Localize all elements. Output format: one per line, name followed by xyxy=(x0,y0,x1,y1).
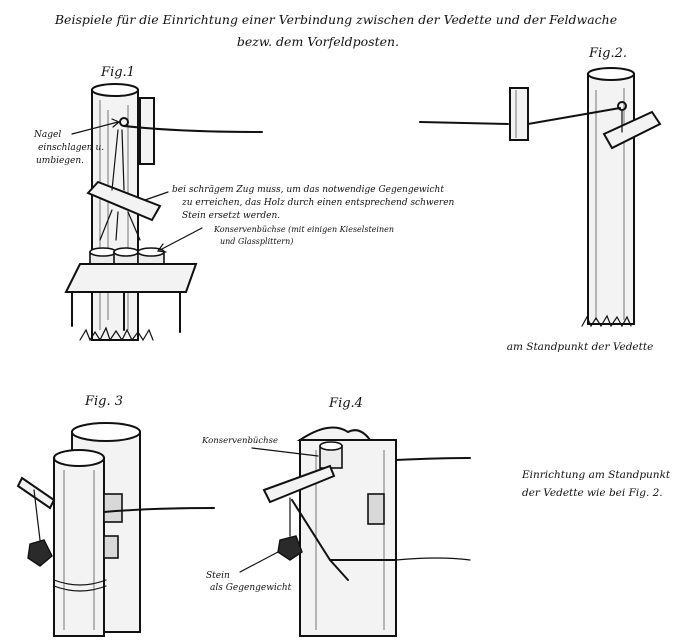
fig3-arm xyxy=(16,476,56,510)
figure-4: Fig.4 Konservenbüchse Stein als Gegenge xyxy=(201,396,471,637)
fig1-table xyxy=(64,263,198,333)
fig1-can-note-2: und Glassplittern) xyxy=(220,237,293,246)
figure-2-label: Fig.2. xyxy=(588,46,627,61)
fig3-wire xyxy=(103,507,215,513)
fig4-lever xyxy=(262,464,336,504)
fig1-nail-note-3: umbiegen. xyxy=(36,156,84,166)
fig1-plank xyxy=(139,97,155,165)
fig4-tin-can xyxy=(319,441,343,469)
fig4-stone xyxy=(277,535,303,561)
fig4-stone-note-1: Stein xyxy=(206,571,230,581)
title-line-2: bezw. dem Vorfeldposten. xyxy=(237,34,399,49)
fig1-can-note-1: Konservenbüchse (mit einigen Kieselstein… xyxy=(213,225,394,234)
fig1-wire xyxy=(123,125,263,133)
title-line-1: Beispiele für die Einrichtung einer Verb… xyxy=(54,12,617,27)
figure-3-label: Fig. 3 xyxy=(84,394,123,409)
fig4-can-note: Konservenbüchse xyxy=(201,436,278,446)
fig4-wire xyxy=(395,457,471,461)
fig1-nail-note-1: Nagel xyxy=(33,130,61,140)
fig1-counterweight-wood xyxy=(86,129,162,222)
fig2-post xyxy=(587,67,635,325)
fig1-nail-note-2: einschlagen u. xyxy=(38,143,104,153)
fig4-stone-note-2: als Gegengewicht xyxy=(210,583,292,593)
fig2-wire xyxy=(419,107,621,125)
side-note-line-1: Einrichtung am Standpunkt xyxy=(521,469,671,481)
fig3-stone xyxy=(27,539,53,567)
fig4-post xyxy=(296,426,397,637)
fig2-caption: am Standpunkt der Vedette xyxy=(507,341,654,353)
figure-1: Fig.1 xyxy=(33,65,455,342)
fig1-weight-note-2: zu erreichen, das Holz durch einen entsp… xyxy=(181,198,455,208)
fig3-front-post xyxy=(53,449,105,637)
sheet-title: Beispiele für die Einrichtung einer Verb… xyxy=(54,12,617,49)
fig2-block xyxy=(509,87,529,141)
side-note-line-2: der Vedette wie bei Fig. 2. xyxy=(522,487,663,499)
figure-3: Fig. 3 xyxy=(16,394,215,637)
fig2-crossbar xyxy=(602,110,662,150)
side-note: Einrichtung am Standpunkt der Vedette wi… xyxy=(521,469,671,499)
fig1-weight-note-3: Stein ersetzt werden. xyxy=(182,211,280,221)
figure-4-label: Fig.4 xyxy=(328,396,363,411)
figure-1-label: Fig.1 xyxy=(100,65,135,80)
figure-2: Fig.2. am Standpunkt der Vedette xyxy=(419,46,662,353)
fig1-weight-note-1: bei schrägem Zug muss, um das notwendige… xyxy=(172,185,444,195)
